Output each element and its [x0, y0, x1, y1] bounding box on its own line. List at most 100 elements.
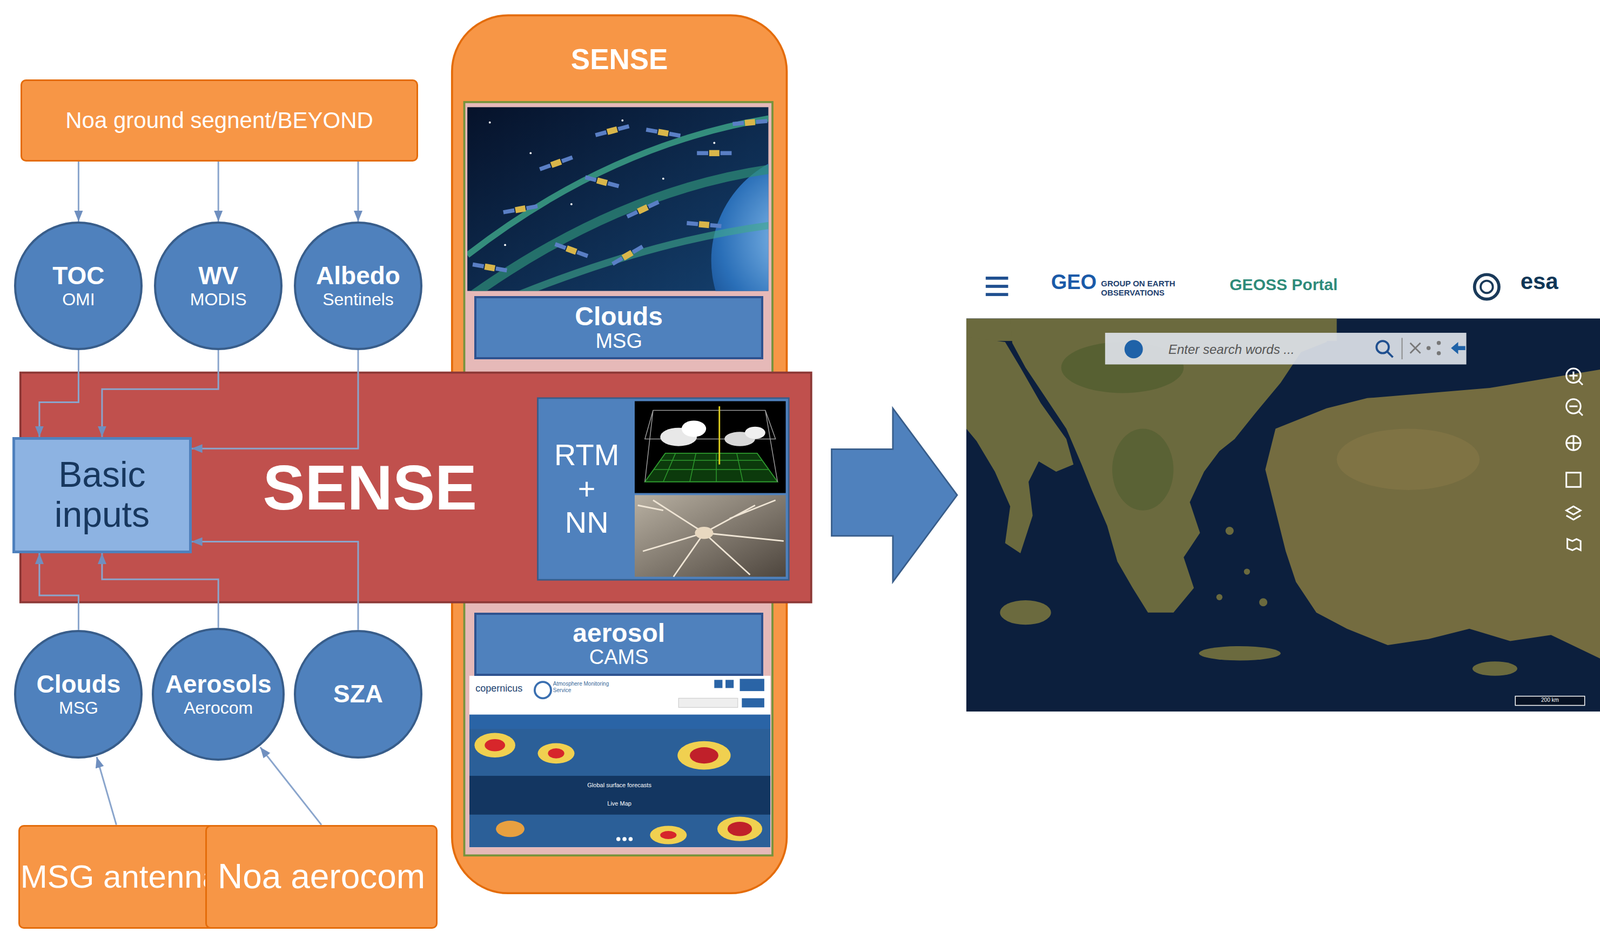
model-box: RTM + NN — [538, 401, 635, 577]
geoss-screenshot — [1569, 371, 1583, 386]
geoss-screenshot — [985, 284, 1009, 288]
banner-title: Clouds — [574, 303, 663, 331]
rtm-image — [634, 401, 786, 494]
rtm-image — [681, 420, 707, 437]
sense-band: SENSEBasic inputsRTM + NN — [20, 372, 812, 603]
rtm-image — [744, 426, 766, 440]
cams-screenshot — [484, 738, 506, 752]
input-circle: AerosolsAerocom — [151, 627, 285, 761]
input-circle: AlbedoSentinels — [293, 221, 423, 351]
geoss-screenshot — [1567, 539, 1582, 551]
geoss-screenshot — [1216, 594, 1223, 601]
satellite-image — [713, 142, 716, 145]
cams-screenshot — [534, 681, 551, 698]
search-placeholder: Enter search words ... — [1168, 341, 1363, 358]
geoss-screenshot — [966, 265, 1600, 319]
band-title: SENSE — [198, 372, 541, 603]
logo-text: GEO — [1051, 270, 1102, 295]
satellite-image — [554, 241, 589, 260]
cams-screenshot — [660, 830, 677, 839]
circle-subtitle: MODIS — [190, 290, 247, 310]
rtm-image — [634, 401, 786, 494]
geoss-screenshot — [1472, 661, 1518, 676]
cams-screenshot — [741, 697, 765, 708]
satellite-image — [594, 123, 630, 139]
banner-title: aerosol — [572, 619, 665, 647]
geoss-screenshot — [1480, 280, 1494, 294]
cams-screenshot — [717, 816, 763, 842]
geoss-screenshot — [1225, 526, 1234, 535]
satellite-image — [529, 152, 532, 155]
circle-subtitle: OMI — [62, 290, 95, 310]
geoss-screenshot — [1566, 472, 1581, 487]
logo-text: esa — [1520, 268, 1582, 295]
neuron-image — [634, 494, 786, 577]
satellite-image — [502, 203, 539, 215]
rtm-image — [644, 453, 778, 482]
geoss-screenshot — [1566, 435, 1581, 450]
geoss-screenshot — [1386, 351, 1393, 358]
geoss-screenshot — [1336, 428, 1480, 490]
geoss-screenshot — [985, 276, 1009, 280]
geoss-screenshot — [1105, 332, 1467, 365]
geoss-screenshot — [1124, 339, 1144, 359]
connector-arrow — [39, 350, 79, 438]
block-arrow — [831, 408, 958, 582]
cams-screenshot — [469, 775, 771, 815]
geoss-screenshot — [1199, 646, 1281, 661]
geoss-screenshot — [1450, 341, 1465, 355]
satellite-image — [467, 117, 769, 291]
connector-arrow — [260, 747, 322, 825]
satellite-image — [626, 199, 661, 220]
cams-screenshot — [727, 821, 752, 836]
satellite-image — [662, 177, 665, 180]
cams-screenshot — [714, 679, 723, 688]
source-box: Noa ground segnent/BEYOND — [20, 79, 419, 161]
connector-arrow — [357, 161, 360, 223]
geoss-screenshot — [1112, 428, 1174, 511]
geoss-screenshot — [1426, 345, 1431, 351]
logo-text: GROUP ON EARTH OBSERVATIONS — [1100, 278, 1201, 298]
geoss-screenshot — [1410, 343, 1421, 354]
input-circle: WVMODIS — [153, 221, 283, 351]
input-circle: TOCOMI — [14, 221, 143, 351]
geoss-screenshot — [1244, 568, 1250, 575]
box-label: Noa aerocom — [217, 857, 426, 897]
satellite-image — [538, 154, 574, 173]
satellite-image — [510, 224, 769, 292]
satellite-image — [610, 243, 644, 267]
satellite-image — [584, 174, 620, 190]
satellite-image — [621, 119, 624, 122]
satellite-image — [570, 203, 573, 206]
panel-heading: SENSE — [452, 33, 788, 85]
connector-arrow — [77, 161, 80, 223]
connector-arrow — [191, 350, 359, 449]
cams-screenshot — [538, 742, 575, 764]
circle-title: Albedo — [316, 261, 401, 291]
geoss-screenshot — [985, 292, 1009, 297]
geoss-screenshot — [966, 265, 1600, 712]
cams-screenshot — [628, 836, 634, 842]
map-caption: Global surface forecasts — [558, 781, 681, 789]
input-circle: CloudsMSG — [14, 629, 143, 759]
rtm-image — [644, 410, 778, 482]
source-box: MSG antenna — [18, 824, 223, 930]
geoss-screenshot — [1515, 696, 1585, 706]
cams-screenshot — [469, 678, 771, 847]
connector-arrow — [102, 553, 219, 628]
input-circle: SZA — [293, 629, 423, 759]
scale-label: 200 km — [1515, 696, 1585, 704]
cams-screenshot — [622, 836, 627, 842]
neuron-image — [694, 526, 714, 540]
neuron-image — [634, 494, 786, 577]
map-caption: Live Map — [558, 800, 681, 808]
cams-screenshot — [689, 747, 719, 764]
cams-screenshot — [469, 714, 771, 729]
cams-screenshot — [547, 748, 564, 759]
circle-title: Aerosols — [165, 670, 272, 699]
satellite-image — [488, 121, 492, 124]
cams-screenshot — [474, 733, 516, 758]
cams-screenshot — [469, 728, 771, 847]
block-arrow — [831, 408, 958, 582]
